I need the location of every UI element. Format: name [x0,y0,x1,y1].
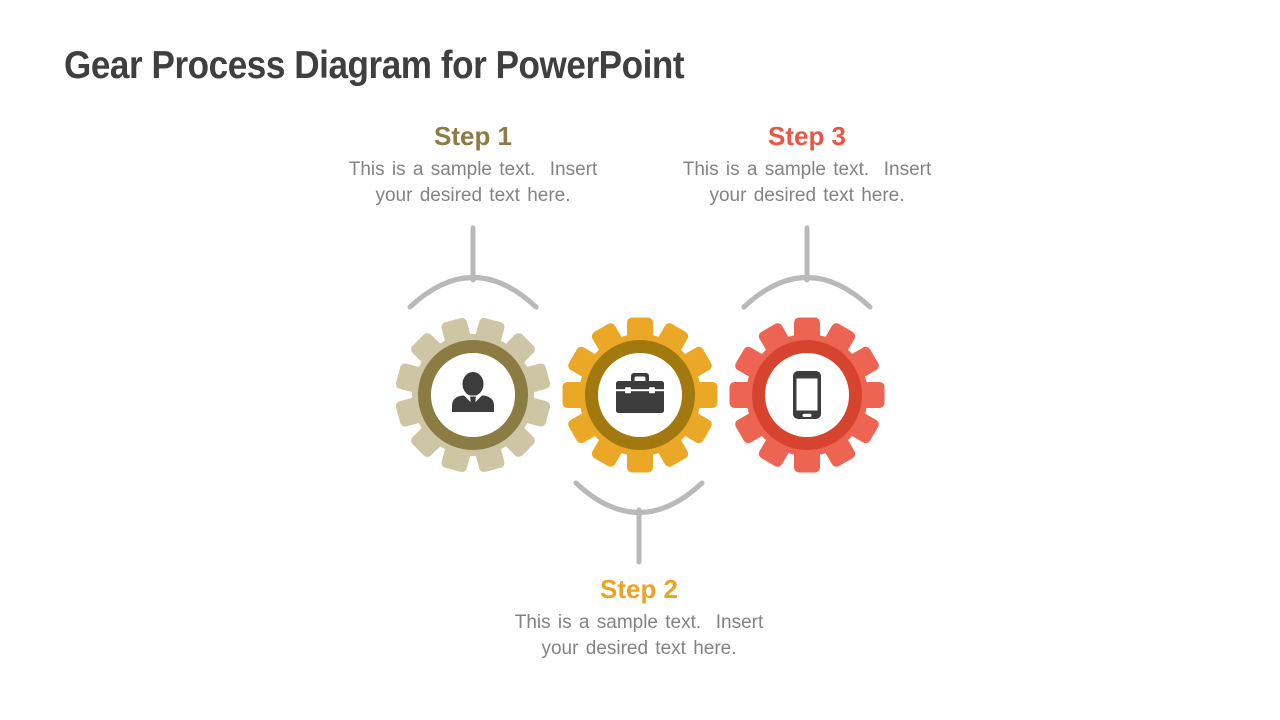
step-3-connector [741,225,873,310]
gear-step-1 [388,310,558,480]
step-2-description: This is a sample text. Insert your desir… [514,612,764,659]
step-3-label-block: Step 3 This is a sample text. Insert you… [647,121,967,209]
gear-step-3 [722,310,892,480]
step-1-heading: Step 1 [433,121,513,151]
businessman-icon [452,372,494,412]
step-1-connector [407,225,539,310]
step-2-heading: Step 2 [599,574,679,604]
slide-title: Gear Process Diagram for PowerPoint [64,44,685,87]
step-2-label-block: Step 2 This is a sample text. Insert you… [479,574,799,662]
step-1-description: This is a sample text. Insert your desir… [348,159,598,206]
briefcase-icon [616,373,664,413]
step-2-connector [573,480,705,565]
gear-step-2 [555,310,725,480]
step-3-heading: Step 3 [767,121,847,151]
step-1-label-block: Step 1 This is a sample text. Insert you… [313,121,633,209]
smartphone-icon [793,371,821,419]
step-3-description: This is a sample text. Insert your desir… [682,159,932,206]
